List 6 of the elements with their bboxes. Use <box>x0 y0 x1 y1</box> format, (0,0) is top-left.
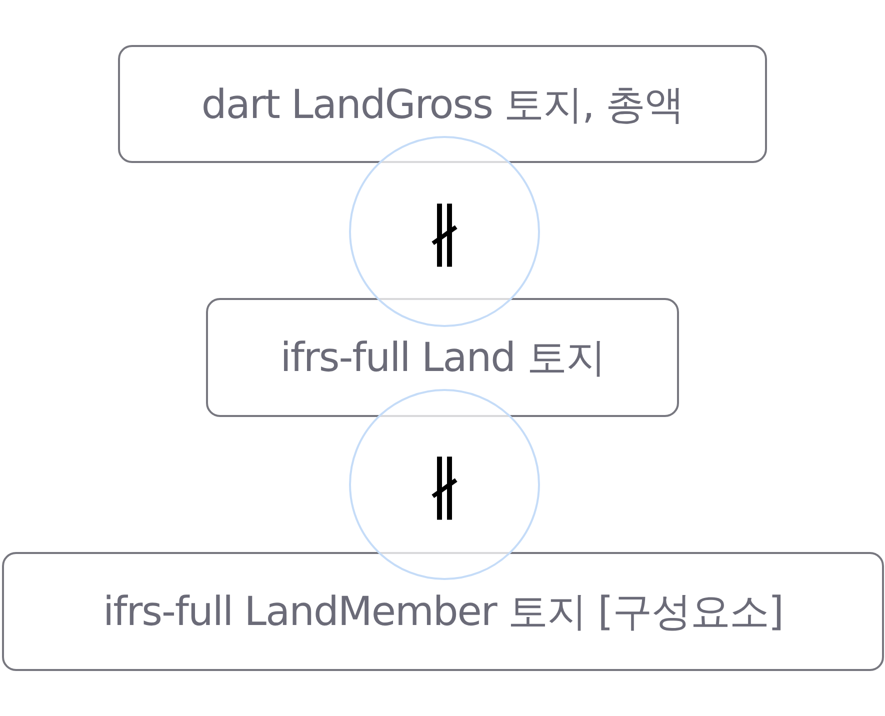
label-text: ifrs-full Land 토지 <box>280 334 605 383</box>
label-text: ifrs-full LandMember 토지 [구성요소] <box>103 588 783 637</box>
label-text: dart LandGross 토지, 총액 <box>201 80 684 130</box>
label-box <box>2 552 884 671</box>
label-box <box>206 298 679 417</box>
label-box <box>118 45 767 163</box>
